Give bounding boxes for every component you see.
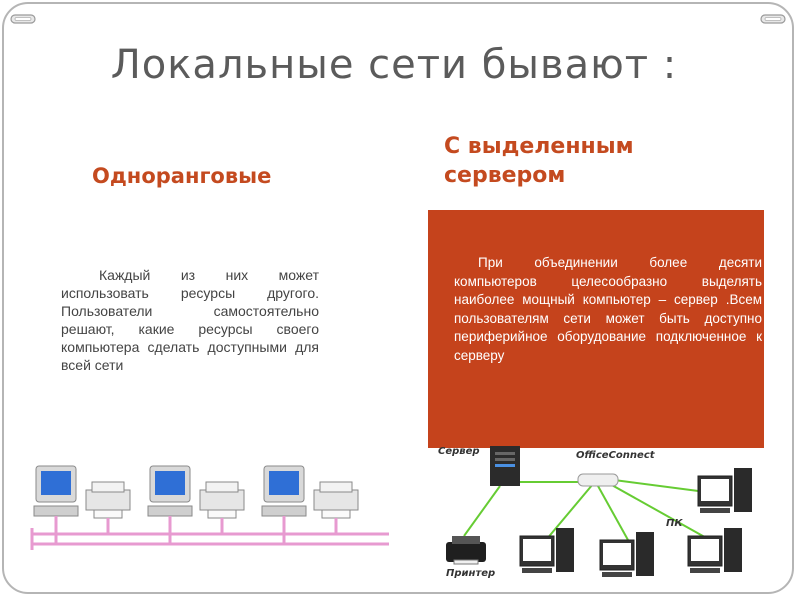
- workstation-group: [33, 465, 131, 544]
- printer-icon: [199, 481, 245, 534]
- dedicated-server-heading-line2: сервером: [444, 163, 566, 188]
- switch-label: OfficeConnect: [576, 450, 655, 461]
- printer-icon: [446, 536, 486, 565]
- workstation-group: [147, 465, 245, 544]
- computer-icon: [147, 465, 193, 544]
- computer-icon: [687, 528, 742, 573]
- server-label: Сервер: [438, 446, 480, 457]
- server-description-box: [428, 210, 764, 448]
- workstation-group: [261, 465, 359, 544]
- slide: Локальные сети бывают : Одноранговые С в…: [2, 2, 794, 594]
- binder-clip-icon: [760, 12, 786, 26]
- computer-icon: [261, 465, 307, 544]
- server-description: При объединении более десяти компьютеров…: [454, 255, 762, 363]
- dedicated-server-heading-line1: С выделенным: [444, 134, 634, 159]
- peer-to-peer-description: Каждый из них может использовать ресурсы…: [61, 267, 319, 373]
- printer-label: Принтер: [446, 568, 496, 579]
- binder-clip-icon: [10, 12, 36, 26]
- computer-icon: [697, 468, 752, 513]
- dedicated-server-heading: С выделенным сервером: [444, 132, 744, 190]
- client-server-diagram: Сервер OfficeConnect ПК Принтер: [428, 444, 788, 592]
- computer-icon: [33, 465, 79, 544]
- pc-label: ПК: [666, 518, 683, 529]
- server-icon: [490, 446, 520, 486]
- computer-icon: [519, 528, 574, 573]
- slide-title: Локальные сети бывают :: [110, 42, 678, 88]
- switch-icon: [577, 473, 619, 487]
- peer-to-peer-diagram: [24, 456, 394, 566]
- peer-to-peer-heading: Одноранговые: [92, 164, 272, 188]
- printer-icon: [313, 481, 359, 534]
- computer-icon: [599, 532, 654, 577]
- printer-icon: [85, 481, 131, 534]
